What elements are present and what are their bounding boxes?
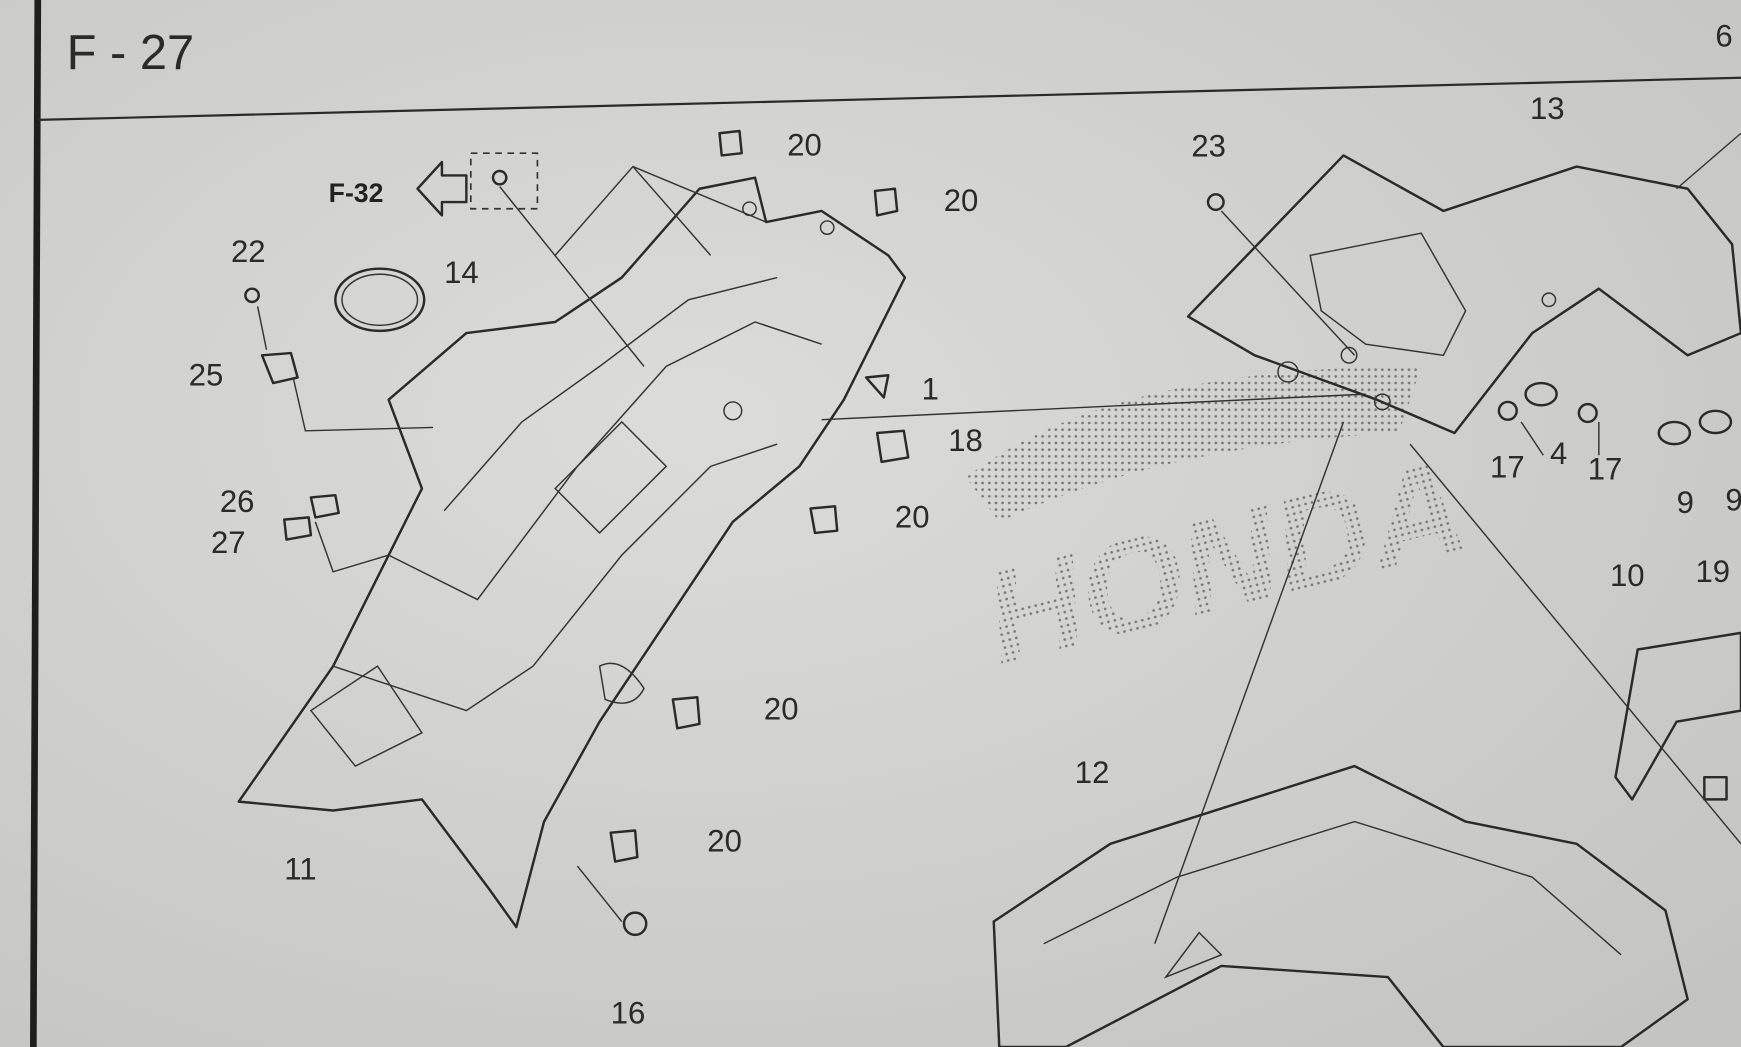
cross-reference-label[interactable]: F-32	[329, 178, 384, 208]
fuse-part-27	[283, 516, 313, 541]
nut-part-17-a	[1497, 400, 1518, 421]
ring-inner	[341, 273, 419, 327]
nut-clip-20-c	[809, 505, 839, 535]
callout-12[interactable]: 12	[1075, 755, 1110, 790]
callout-20[interactable]: 20	[944, 183, 979, 218]
nut-clip-20-a	[718, 129, 743, 157]
nut-clip-part-18	[875, 429, 910, 464]
callout-13[interactable]: 13	[1530, 91, 1565, 126]
callout-18[interactable]: 18	[948, 423, 983, 458]
callout-14[interactable]: 14	[444, 255, 479, 290]
nut-part-17-b	[1577, 402, 1598, 424]
callout-9[interactable]: 9	[1677, 485, 1694, 520]
callout-17[interactable]: 17	[1490, 449, 1525, 484]
arrow-left-icon	[416, 160, 468, 217]
nut-clip-20-e	[609, 829, 639, 863]
inner-fender-part-11	[237, 176, 907, 929]
nut-clip-20-b	[873, 187, 899, 217]
screw-part-23	[1206, 193, 1225, 212]
callout-9[interactable]: 9	[1725, 483, 1741, 518]
callout-27[interactable]: 27	[211, 525, 246, 560]
page-frame-left	[30, 0, 42, 1047]
bolt-icon	[491, 169, 508, 186]
honda-wing-logo	[965, 366, 1422, 522]
callout-17[interactable]: 17	[1588, 452, 1623, 487]
callout-1[interactable]: 1	[922, 372, 939, 407]
callout-20[interactable]: 20	[787, 127, 822, 162]
screw-part-22	[244, 287, 260, 304]
callout-11[interactable]: 11	[284, 851, 316, 886]
callout-6[interactable]: 6	[1715, 19, 1732, 54]
fuse-part-26	[309, 493, 340, 519]
clip-part-25	[260, 351, 299, 385]
bracket-part-13	[1186, 154, 1741, 435]
callout-23[interactable]: 23	[1191, 129, 1226, 164]
header-divider	[37, 76, 1741, 122]
leader-lines	[256, 132, 1741, 944]
page-title: F - 27	[67, 26, 195, 80]
callout-20[interactable]: 20	[764, 691, 799, 726]
part-6-clip	[1703, 775, 1728, 801]
collar-part-4	[1524, 381, 1558, 407]
clip-part-1	[864, 374, 890, 399]
ring-part-14	[334, 267, 426, 333]
bolt-part-16	[622, 911, 648, 937]
callout-20[interactable]: 20	[707, 824, 742, 859]
callout-4[interactable]: 4	[1550, 436, 1567, 471]
washer-part-9-a	[1657, 420, 1692, 446]
callouts: 20 20 20 20 20 1 18 22 14 25 26 27 11 16…	[189, 19, 1741, 1031]
cover-part-12	[992, 764, 1689, 1047]
callout-25[interactable]: 25	[189, 357, 224, 392]
callout-16[interactable]: 16	[611, 996, 646, 1031]
callout-26[interactable]: 26	[220, 484, 255, 519]
nut-clip-20-d	[671, 696, 701, 730]
callout-22[interactable]: 22	[231, 234, 266, 269]
washer-part-9-b	[1698, 409, 1733, 435]
callout-19[interactable]: 19	[1695, 554, 1730, 589]
callout-20[interactable]: 20	[895, 499, 930, 534]
callout-10[interactable]: 10	[1610, 558, 1645, 593]
